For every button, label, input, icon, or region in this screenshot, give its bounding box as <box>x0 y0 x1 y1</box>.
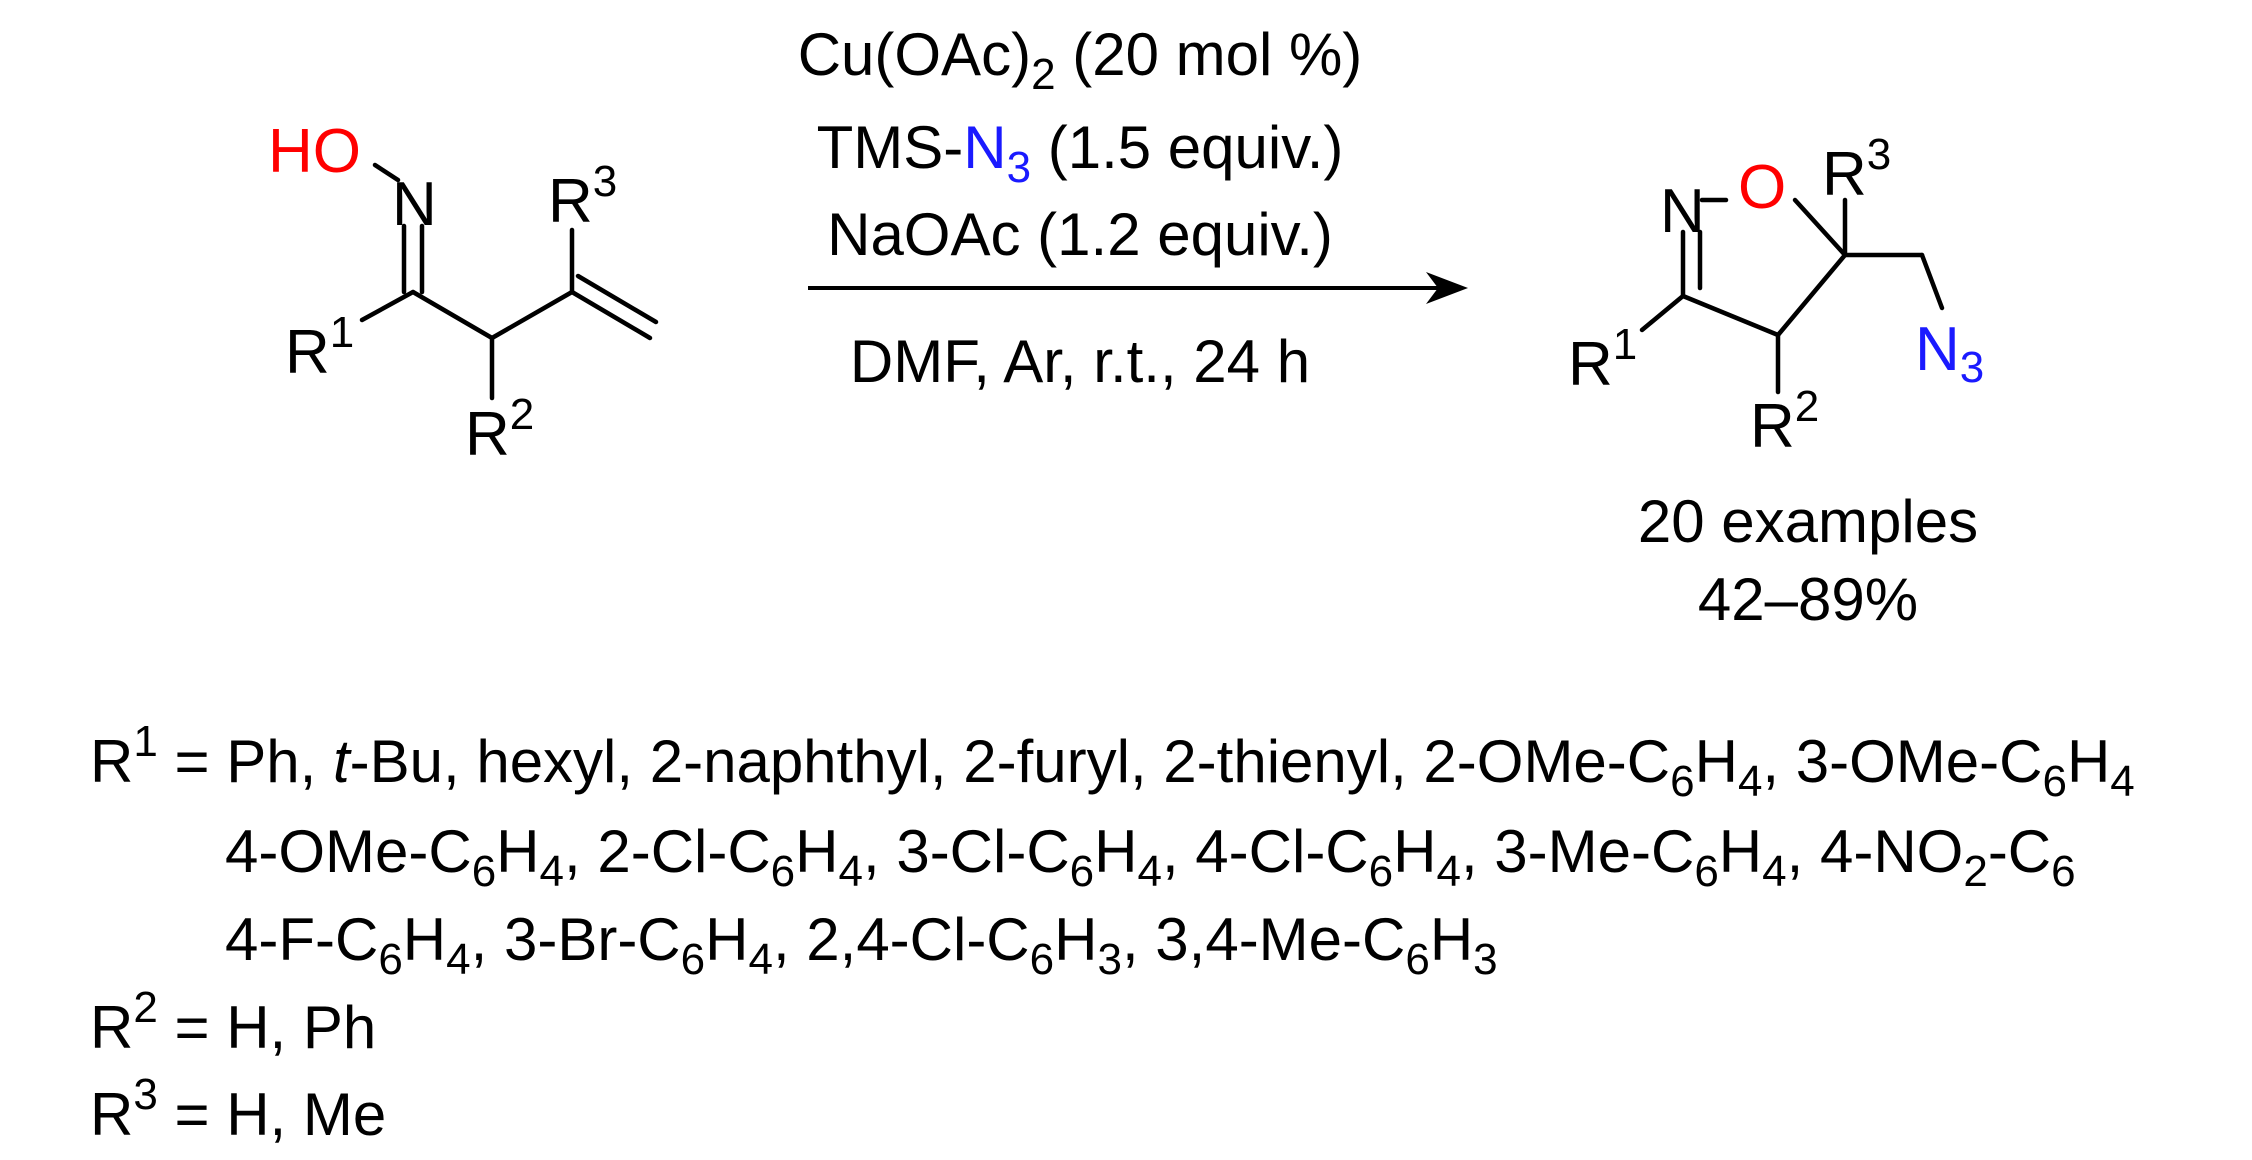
reactant-r1-label: R1 <box>285 308 354 387</box>
condition-base: NaOAc (1.2 equiv.) <box>827 201 1333 268</box>
r1-definition-line3: 4-F-C6H4, 3-Br-C6H4, 2,4-Cl-C6H3, 3,4-Me… <box>225 906 1498 984</box>
reactant-structure: HO N R1 R2 R3 <box>268 117 659 469</box>
reactant-r2-label: R2 <box>465 390 534 469</box>
reactant-r3-label: R3 <box>548 157 617 236</box>
substituent-list: R1 = Ph, t-Bu, hexyl, 2-naphthyl, 2-fury… <box>90 717 2135 1148</box>
bond-c1-c2 <box>410 289 495 341</box>
bond-o-c5 <box>1792 197 1848 258</box>
condition-solvent-time: DMF, Ar, r.t., 24 h <box>850 328 1310 395</box>
bond-c3-ch2-b <box>575 273 659 325</box>
bond-o-n <box>372 162 401 183</box>
r2-definition: R2 = H, Ph <box>90 983 376 1061</box>
bond-ch2-n3 <box>1919 252 1945 311</box>
product-yield-range: 42–89% <box>1698 566 1918 633</box>
r3-definition: R3 = H, Me <box>90 1070 386 1148</box>
bond-c1-r1 <box>359 289 416 323</box>
product-r1-label: R1 <box>1568 320 1637 399</box>
product-nitrogen-label: N <box>1660 177 1705 246</box>
product-r2-label: R2 <box>1750 382 1819 461</box>
reaction-conditions: Cu(OAc)2 (20 mol %) TMS-N3 (1.5 equiv.) … <box>798 21 1468 395</box>
condition-azide-reagent: TMS-N3 (1.5 equiv.) <box>817 114 1344 192</box>
reaction-arrow-head <box>1426 272 1468 304</box>
bond-c3-r1 <box>1639 293 1686 333</box>
product-azide-label: N3 <box>1915 315 1984 392</box>
reactant-hydroxyl-label: HO <box>268 117 361 186</box>
bond-c3-ch2-a <box>569 289 653 341</box>
r1-definition-line1: R1 = Ph, t-Bu, hexyl, 2-naphthyl, 2-fury… <box>90 717 2135 806</box>
product-structure: N O R1 R2 R3 N3 20 examples 42–89% <box>1568 130 1984 633</box>
r1-definition-line2: 4-OMe-C6H4, 2-Cl-C6H4, 3-Cl-C6H4, 4-Cl-C… <box>225 818 2076 896</box>
product-oxygen-label: O <box>1738 153 1786 222</box>
bond-c4-c3 <box>1680 293 1781 338</box>
reactant-nitrogen-label: N <box>392 170 437 239</box>
product-r3-label: R3 <box>1822 130 1891 209</box>
condition-catalyst: Cu(OAc)2 (20 mol %) <box>798 21 1363 99</box>
product-examples-count: 20 examples <box>1638 488 1978 555</box>
bond-c5-c4 <box>1775 252 1848 338</box>
bond-c2-c3 <box>489 289 575 341</box>
